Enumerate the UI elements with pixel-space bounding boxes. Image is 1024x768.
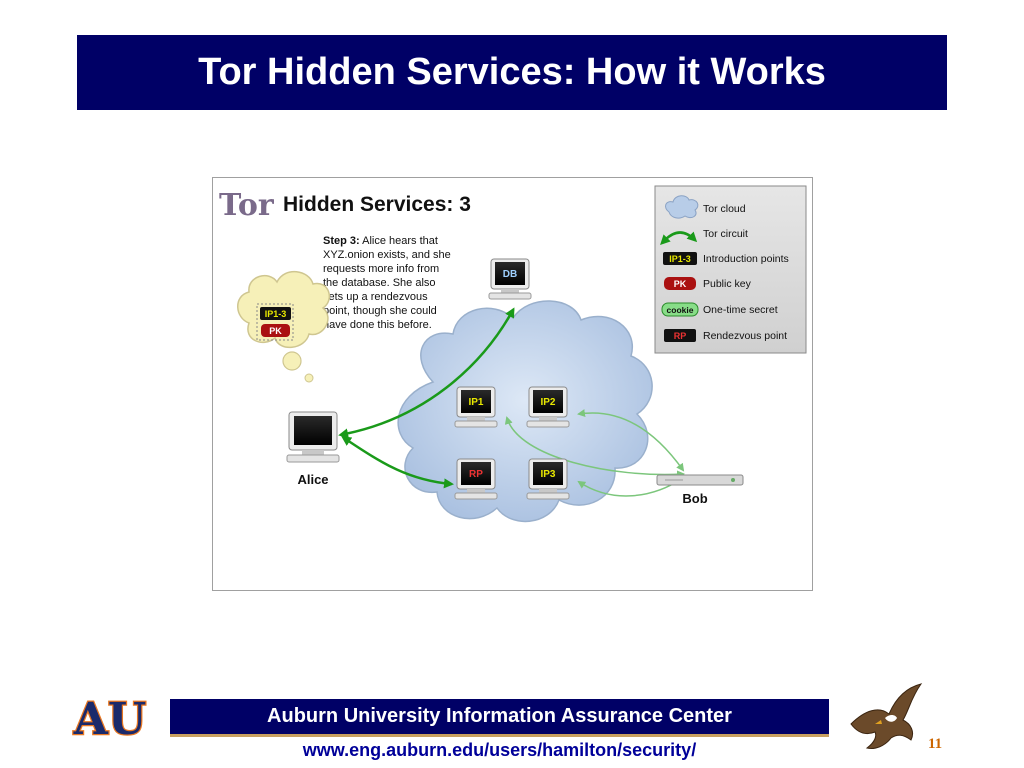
tor-logo: Tor xyxy=(219,188,275,223)
auburn-au-logo: AU xyxy=(72,693,148,746)
step-line-0: Step 3: Alice hears that xyxy=(323,235,438,247)
legend-badge-3: PK xyxy=(674,279,687,289)
legend-label-3: Public key xyxy=(703,278,752,290)
legend-label-5: Rendezvous point xyxy=(703,330,787,342)
step-line-4: sets up a rendezvous xyxy=(323,291,428,303)
step-line-5: point, though she could xyxy=(323,305,437,317)
cookie-badge xyxy=(661,302,699,317)
ip1-computer: IP1 xyxy=(454,386,498,428)
title-bar: Tor Hidden Services: How it Works xyxy=(77,35,947,110)
step-line-3: the database. She also xyxy=(323,277,436,289)
step-line-1: XYZ.onion exists, and she xyxy=(323,249,451,261)
legend-label-4: One-time secret xyxy=(703,304,778,316)
eagle-mascot-icon xyxy=(850,683,923,749)
ip3-label: IP3 xyxy=(540,469,555,480)
thought-bubble: IP1-3 PK xyxy=(237,271,331,383)
diagram-heading: Hidden Services: 3 xyxy=(283,193,471,216)
hidden-services-figure: Tor Hidden Services: 3 Step 3: Alice hea… xyxy=(212,177,813,591)
cloud-icon xyxy=(665,195,699,219)
bob-server: Bob xyxy=(656,474,744,506)
rendezvous-badge xyxy=(664,329,696,342)
legend: Tor cloud Tor circuit IP1-3 Introduction… xyxy=(654,185,807,354)
hidden-services-diagram: Tor Hidden Services: 3 Step 3: Alice hea… xyxy=(219,185,807,523)
alice-label: Alice xyxy=(297,472,328,487)
bob-label: Bob xyxy=(682,491,707,506)
rp-label: RP xyxy=(469,469,483,480)
thought-ip-badge: IP1-3 xyxy=(265,309,287,319)
step-description: Step 3: Alice hears that XYZ.onion exist… xyxy=(323,235,451,331)
ip2-computer: IP2 xyxy=(526,386,570,428)
step-line-6: have done this before. xyxy=(323,319,432,331)
legend-badge-2: IP1-3 xyxy=(669,254,691,264)
ip2-label: IP2 xyxy=(540,397,555,408)
page-number: 11 xyxy=(928,736,943,752)
introduction-points-badge xyxy=(663,252,697,265)
footer-bar: Auburn University Information Assurance … xyxy=(170,699,829,737)
step-label: Step 3: xyxy=(323,235,360,247)
legend-badge-5: RP xyxy=(674,331,687,341)
rp-computer: RP xyxy=(454,458,498,500)
tor-logo-text: Tor xyxy=(219,188,275,223)
circuit-alice-db xyxy=(338,307,515,439)
tor-cloud xyxy=(397,300,653,523)
legend-label-1: Tor circuit xyxy=(703,228,748,240)
circuit-alice-rp xyxy=(341,436,454,489)
au-logo-text: AU xyxy=(73,694,147,745)
db-computer: DB xyxy=(488,258,532,300)
legend-label-2: Introduction points xyxy=(703,253,789,265)
footer-url: www.eng.auburn.edu/users/hamilton/securi… xyxy=(302,740,697,760)
public-key-badge xyxy=(664,277,696,290)
circuit-bob-ip1 xyxy=(504,416,685,479)
step-line-0-text: Alice hears that xyxy=(360,235,438,247)
thought-pk-badge: PK xyxy=(269,326,282,336)
slide-title: Tor Hidden Services: How it Works xyxy=(198,51,826,93)
alice-computer: Alice xyxy=(286,411,340,487)
db-label: DB xyxy=(503,269,517,280)
ip1-label: IP1 xyxy=(468,397,483,408)
circuit-arrow-icon xyxy=(660,231,698,245)
legend-label-0: Tor cloud xyxy=(703,203,746,215)
ip3-computer: IP3 xyxy=(526,458,570,500)
step-line-2: requests more info from xyxy=(323,263,439,275)
footer-title: Auburn University Information Assurance … xyxy=(267,705,732,727)
legend-badge-4: cookie xyxy=(667,305,694,315)
